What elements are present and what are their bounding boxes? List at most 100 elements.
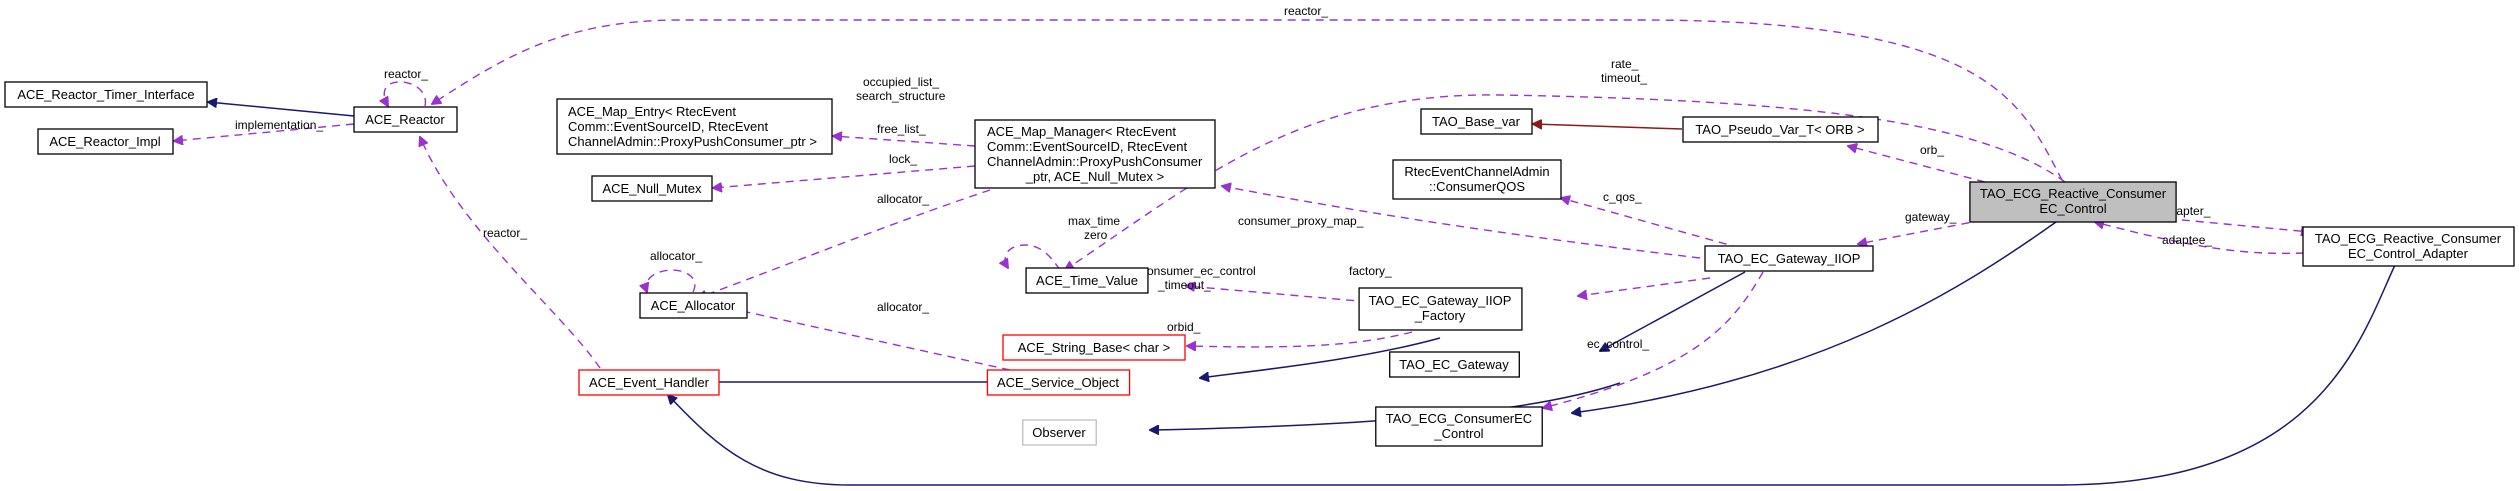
- edges: [174, 19, 2396, 486]
- node-ace-service-object[interactable]: ACE_Service_Object: [986, 369, 1131, 396]
- node-label: ACE_Event_Handler: [589, 375, 710, 390]
- node-label: TAO_Pseudo_Var_T< ORB >: [1695, 122, 1864, 137]
- edge-time-value-self-loop: [1005, 244, 1061, 271]
- node-ace-map-manager[interactable]: ACE_Map_Manager< RtecEvent Comm::EventSo…: [974, 119, 1216, 189]
- node-label-line2: ::ConsumerQOS: [1429, 179, 1525, 194]
- node-label: ACE_Allocator: [651, 298, 736, 313]
- edge-reactor-to-timer-interface: [208, 102, 355, 117]
- label-ec-control: ec_control_: [1587, 337, 1649, 351]
- edge-implementation: [174, 123, 355, 141]
- edge-reactor-from-event-handler: [420, 137, 601, 369]
- node-tao-ec-gateway-iiop[interactable]: TAO_EC_Gateway_IIOP: [1704, 245, 1874, 272]
- node-ace-null-mutex[interactable]: ACE_Null_Mutex: [591, 175, 713, 202]
- node-label-line2: Comm::EventSourceID, RtecEvent: [568, 119, 769, 134]
- node-tao-ecg-consumer-ec-control[interactable]: TAO_ECG_ConsumerEC _Control: [1375, 406, 1543, 447]
- label-c-qos: c_qos_: [1603, 190, 1642, 204]
- node-ace-reactor[interactable]: ACE_Reactor: [353, 106, 458, 133]
- label-allocator-map: allocator_: [877, 192, 929, 206]
- node-consumer-qos[interactable]: RtecEventChannelAdmin ::ConsumerQOS: [1392, 159, 1562, 200]
- edge-adapter-to-event-handler: [668, 264, 2396, 486]
- node-label-line3: ChannelAdmin::ProxyPushConsumer: [987, 154, 1203, 169]
- node-label: Observer: [1032, 425, 1086, 440]
- node-label-line3: ChannelAdmin::ProxyPushConsumer_ptr >: [568, 134, 817, 149]
- node-label-line1: ACE_Map_Entry< RtecEvent: [568, 104, 736, 119]
- label-allocator-self: allocator_: [650, 249, 702, 263]
- edge-allocator-string: [715, 305, 1011, 371]
- node-tao-ecg-reactive-consumer-ec-control-adapter[interactable]: TAO_ECG_Reactive_Consumer EC_Control_Ada…: [2302, 226, 2515, 267]
- label-max-time: max_time: [1068, 214, 1120, 228]
- label-implementation: implementation_: [235, 118, 323, 132]
- edge-factory: [1578, 277, 1711, 296]
- node-label-line1: ACE_Map_Manager< RtecEvent: [987, 124, 1176, 139]
- node-ace-string-base[interactable]: ACE_String_Base< char >: [1002, 334, 1186, 361]
- node-ace-time-value[interactable]: ACE_Time_Value: [1025, 267, 1149, 294]
- node-label: ACE_Reactor_Impl: [49, 134, 160, 149]
- node-tao-ec-gateway-iiop-factory[interactable]: TAO_EC_Gateway_IIOP _Factory: [1358, 287, 1523, 331]
- node-tao-pseudo-var-t[interactable]: TAO_Pseudo_Var_T< ORB >: [1682, 116, 1879, 143]
- edge-pseudo-var-to-base-var: [1533, 124, 1683, 130]
- node-label-line2: EC_Control: [2039, 201, 2106, 216]
- node-observer[interactable]: Observer: [1022, 419, 1097, 446]
- edge-map-entry: [833, 136, 976, 147]
- node-label: ACE_Null_Mutex: [603, 181, 702, 196]
- node-tao-base-var[interactable]: TAO_Base_var: [1420, 108, 1533, 135]
- node-label-line1: TAO_ECG_Reactive_Consumer: [1980, 186, 2167, 201]
- node-label: TAO_EC_Gateway_IIOP: [1718, 251, 1861, 266]
- node-label: ACE_Time_Value: [1036, 273, 1138, 288]
- node-label-line2: Comm::EventSourceID, RtecEvent: [987, 139, 1188, 154]
- label-allocator-string: allocator_: [877, 300, 929, 314]
- edge-consumer-proxy-map: [1222, 186, 1701, 259]
- edge-allocator-self-loop: [646, 269, 696, 292]
- edge-consumer-ec-control-timeout: [1186, 286, 1383, 304]
- node-ace-map-entry[interactable]: ACE_Map_Entry< RtecEvent Comm::EventSour…: [556, 98, 833, 155]
- node-label-line4: _ptr, ACE_Null_Mutex >: [1025, 169, 1164, 184]
- label-reactor-top: reactor_: [1284, 4, 1328, 18]
- label-gateway: gateway_: [1905, 210, 1957, 224]
- label-orbid: orbid_: [1167, 320, 1201, 334]
- edge-c-qos: [1561, 198, 1741, 249]
- edge-orb: [1848, 146, 1986, 183]
- node-ace-event-handler[interactable]: ACE_Event_Handler: [578, 369, 720, 396]
- node-label: ACE_Reactor: [365, 112, 445, 127]
- edge-orbid: [1187, 331, 1413, 347]
- label-occupied-list: occupied_list_: [863, 75, 939, 89]
- edge-ec-control: [1543, 271, 1764, 408]
- edge-lock: [713, 165, 976, 188]
- node-label-line1: TAO_ECG_ConsumerEC: [1386, 411, 1532, 426]
- label-consumer-ec-control: consumer_ec_control: [1141, 264, 1256, 278]
- node-label: ACE_Reactor_Timer_Interface: [17, 87, 194, 102]
- edge-gateway-iiop-to-gateway: [1600, 271, 1746, 351]
- label-timeout: timeout_: [1601, 71, 1647, 85]
- label-adaptee: adaptee_: [2162, 233, 2212, 247]
- label-rate: rate_: [1611, 57, 1639, 71]
- label-consumer-ec-timeout: _timeout_: [1157, 278, 1211, 292]
- edge-gateway: [1858, 219, 1984, 244]
- node-ace-allocator[interactable]: ACE_Allocator: [639, 292, 748, 319]
- label-free-list: free_list_: [877, 122, 926, 136]
- label-factory: factory_: [1349, 264, 1392, 278]
- node-label: TAO_EC_Gateway: [1399, 357, 1509, 372]
- label-orb: orb_: [1920, 143, 1944, 157]
- label-zero: zero: [1084, 228, 1108, 242]
- label-reactor-self: reactor_: [384, 67, 428, 81]
- edge-reactor-self-loop: [384, 81, 427, 106]
- node-label-line2: _Factory: [1414, 308, 1466, 323]
- nodes: ACE_Reactor_Timer_Interface ACE_Reactor_…: [4, 81, 2515, 447]
- label-lock: lock_: [889, 152, 917, 166]
- node-label-line1: TAO_EC_Gateway_IIOP: [1369, 293, 1512, 308]
- node-label: ACE_Service_Object: [997, 375, 1119, 390]
- edge-allocator-map: [698, 189, 991, 298]
- node-ace-reactor-impl[interactable]: ACE_Reactor_Impl: [37, 128, 174, 155]
- edge-focus-to-consumer-ec-control: [1572, 221, 2057, 413]
- edge-factory-to-service-object: [1200, 337, 1441, 378]
- edge-labels: reactor_ reactor_ implementation_ occupi…: [235, 4, 2212, 351]
- node-label-line1: TAO_ECG_Reactive_Consumer: [2315, 231, 2502, 246]
- label-search-structure: search_structure: [856, 89, 946, 103]
- node-label: ACE_String_Base< char >: [1018, 340, 1170, 355]
- node-label-line1: RtecEventChannelAdmin: [1404, 164, 1549, 179]
- node-tao-ec-gateway[interactable]: TAO_EC_Gateway: [1389, 351, 1520, 378]
- node-tao-ecg-reactive-consumer-ec-control[interactable]: TAO_ECG_Reactive_Consumer EC_Control: [1969, 181, 2177, 223]
- edge-adaptee: [2095, 222, 2305, 255]
- node-ace-reactor-timer-interface[interactable]: ACE_Reactor_Timer_Interface: [4, 81, 208, 108]
